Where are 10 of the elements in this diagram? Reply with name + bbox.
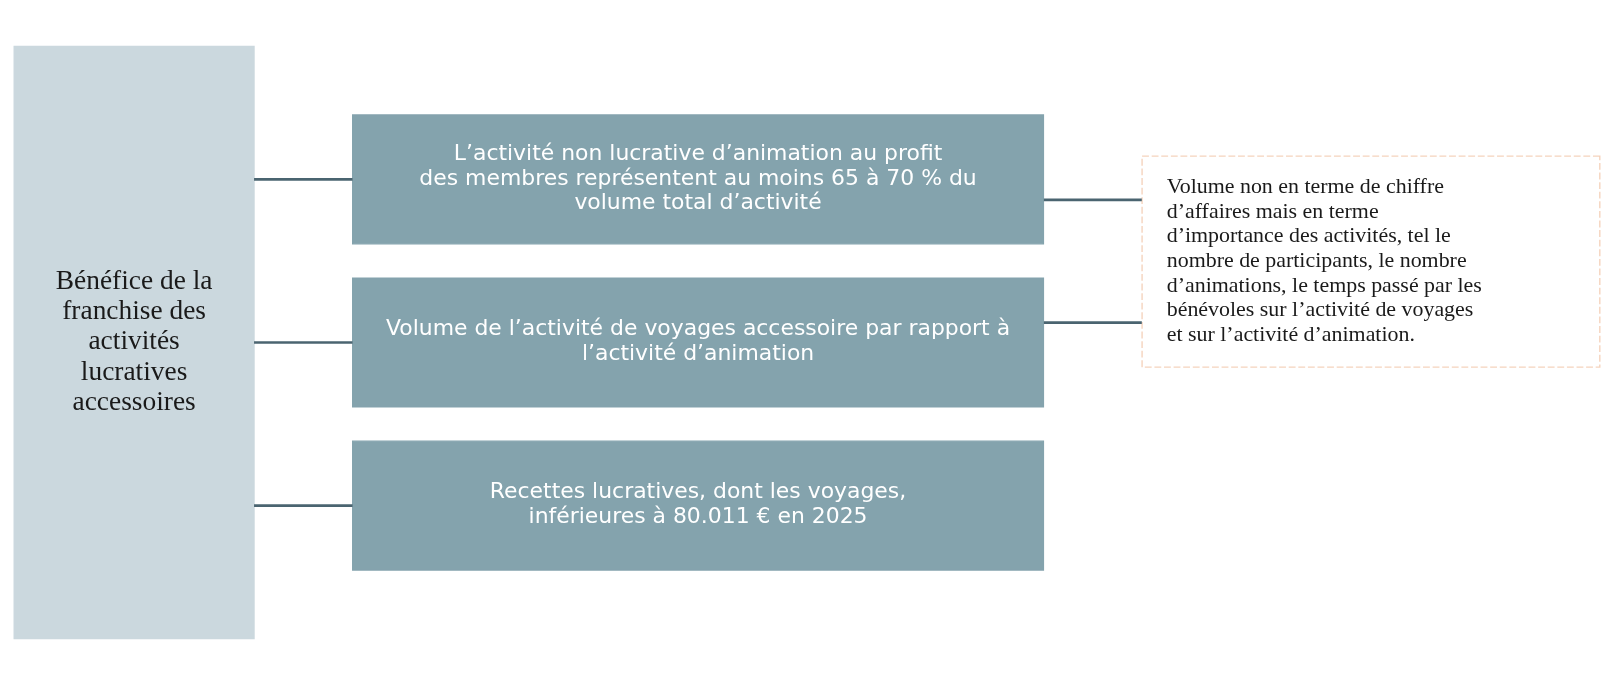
connector <box>254 177 353 181</box>
connector <box>254 503 353 507</box>
node-box: Volume non en terme de chiffre d’affaires mais en terme d’importance des activités, tel le nombre de participants, le nombre d’animations, le temps passé par les bénévoles sur l’activité de voyages et sur l’activité d’animation. <box>1141 154 1601 368</box>
node-box: Volume de l’activité de voyages accessoire par rapport à l’activité d’animation <box>352 276 1045 408</box>
connector <box>1043 198 1142 201</box>
connector <box>1043 320 1142 324</box>
node-box: L’activité non lucrative d’animation au profit des membres représentent au moins 65 à 70 % du volume total d’activité <box>352 113 1045 244</box>
connector <box>254 340 353 344</box>
node-box: Bénéfice de la franchise des activités lucratives accessoires <box>13 45 255 639</box>
node-box: Recettes lucratives, dont les voyages, inférieures à 80.011 € en 2025 <box>352 440 1045 571</box>
